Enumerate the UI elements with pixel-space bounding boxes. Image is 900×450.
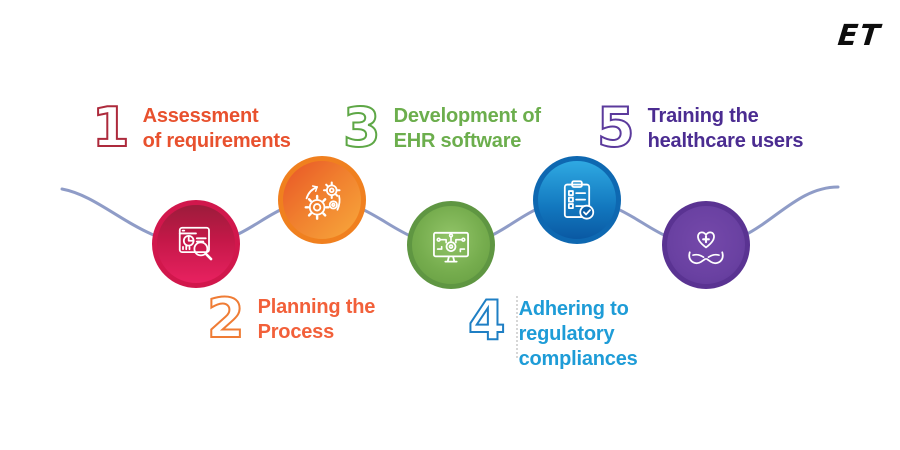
step-2-number: 2 [206,287,246,350]
compliance-checklist-icon [563,180,595,220]
software-development-icon [433,231,469,263]
step-1-circle [152,200,240,288]
step-1-label-block: 1 Assessment of requirements [91,96,291,159]
step-5-circle [662,201,750,289]
step-4-label-block: 4 Adhering to regulatory compliances [467,289,638,372]
step-1-title: Assessment of requirements [142,105,291,152]
step-3-label-block: 3 Development of EHR software [342,96,541,159]
step-1-number: 1 [91,96,131,159]
gears-process-icon [304,181,341,220]
step-2-title: Planning the Process [257,296,376,343]
step-3-circle [407,201,495,289]
step4-dotted-divider [516,296,518,358]
step-3-title: Development of EHR software [393,105,541,152]
step-4-number: 4 [467,289,507,352]
step-4-circle [533,156,621,244]
healthcare-training-icon [688,231,724,265]
step-3-number: 3 [342,96,382,159]
step-5-label-block: 5 Training the healthcare users [596,96,804,159]
report-analysis-icon [178,226,213,261]
step-5-number: 5 [596,96,636,159]
step-5-title: Training the healthcare users [647,105,804,152]
step-2-label-block: 2 Planning the Process [206,287,376,350]
step-2-circle [278,156,366,244]
step-4-title: Adhering to regulatory compliances [518,298,638,370]
